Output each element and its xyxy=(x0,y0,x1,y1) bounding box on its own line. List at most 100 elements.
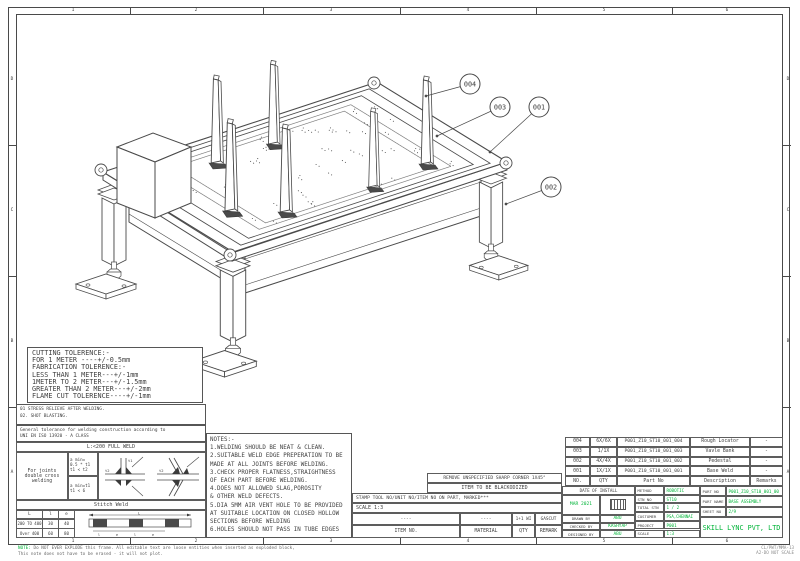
hole-pattern xyxy=(192,106,454,224)
note-line: 2.SUITABLE WELD EDGE PREPERATION TO BE xyxy=(210,453,343,460)
customer-value: PSA,CHENNAI xyxy=(664,512,700,521)
part-no-label: PART NO xyxy=(700,486,726,497)
note-line: SECTIONS BEFORE WELDING xyxy=(210,519,291,526)
footer-note-prefix: NOTE: xyxy=(18,546,31,551)
bom-cell: 1/1X xyxy=(590,446,617,457)
bom-cell: 004 xyxy=(565,437,590,447)
blackodized-row: ITEM TO BE BLACKODIZED xyxy=(427,483,562,493)
full-weld-row: L:<200 FULL WELD xyxy=(16,442,206,452)
install-date-value: MAR 2021 xyxy=(562,494,600,515)
bom-cell: - xyxy=(750,446,783,457)
stress-note-line: 02. SHOT BLASTING. xyxy=(20,413,68,419)
method-value: ROBOTIC xyxy=(664,486,700,495)
bom-header: Part No xyxy=(617,476,690,486)
svg-text:t1: t1 xyxy=(128,458,133,463)
weld-symbol-diagrams: t2 t1 t2 xyxy=(98,452,206,500)
table-top-plate xyxy=(103,82,507,261)
tolerance-line: CUTTING TOLERENCE:- xyxy=(32,349,110,357)
drawn-by-label: DRAWN BY xyxy=(562,515,600,523)
svg-text:e: e xyxy=(152,533,154,537)
corner-code-line: CL/PWT/MMA-13 xyxy=(761,545,794,550)
valve-bank-box xyxy=(115,132,193,219)
zone-label: C xyxy=(10,208,14,213)
date-of-install-label: DATE OF INSTALL xyxy=(562,486,635,495)
checked-by-label: CHECKED BY xyxy=(562,522,600,531)
bom-cell: - xyxy=(750,456,783,467)
zone-label: B xyxy=(786,339,790,344)
stitch-cell: 30 xyxy=(42,518,59,529)
total-stn-value: 1 / 2 xyxy=(664,503,700,513)
zone-label: 6 xyxy=(725,8,729,13)
balloon-004: 004 xyxy=(459,73,481,95)
stress-note-line: 01 STRESS RELIEVE AFTER WELDING. xyxy=(20,407,105,412)
balloon-label: 001 xyxy=(533,104,545,112)
corner-code: CL/PWT/MMA-13 A2-DO NOT SCALE xyxy=(756,545,794,555)
joints-label-cell: For joints double cross welding xyxy=(16,452,68,500)
footer-note-line2: This note does not have to be erased - i… xyxy=(18,551,163,557)
bom-cell: P001_Z10_ST10_001_002 xyxy=(617,456,690,467)
cross-joint-weld-diagram: t2 xyxy=(157,456,200,497)
bom-cell: 003 xyxy=(565,446,590,457)
zone-label: D xyxy=(786,77,790,82)
balloon-001: 001 xyxy=(528,96,550,118)
corner-code-line: A2-DO NOT SCALE xyxy=(756,550,794,556)
zone-label: 3 xyxy=(329,8,333,13)
stitch-cell: Over 400 xyxy=(16,528,43,538)
stitch-cell: 60 xyxy=(42,528,59,538)
bom-cell: 4X/4X xyxy=(590,456,617,467)
balloon-003: 003 xyxy=(489,96,511,118)
footer-note-line1: Do NOT EVER EXPLODE this frame. All edit… xyxy=(30,546,295,551)
tolerance-line: FOR 1 METER ----+/-0.5mm xyxy=(32,356,131,365)
amin-bottom-cell: a min=t1 t1 < 6 xyxy=(68,476,98,500)
scale-row: SCALE 1:3 xyxy=(352,503,562,513)
part-no-value: P001_Z10_ST10_001_00 xyxy=(726,486,783,497)
cutting-tolerance-box: CUTTING TOLERENCE:- FOR 1 METER ----+/-0… xyxy=(27,347,203,403)
note-line: 4.DOES NOT ALLOWED SLAG,POROSITY xyxy=(210,486,322,493)
general-tolerance-line: General tolerance for welding constructi… xyxy=(20,427,166,433)
bom-cell: Base Weld xyxy=(690,466,750,477)
zone-label: D xyxy=(10,77,14,82)
zone-label: 5 xyxy=(602,8,606,13)
stitch-cell: 40 xyxy=(58,518,75,529)
item-strip-header: REMARK xyxy=(535,525,562,538)
svg-text:l: l xyxy=(98,533,100,537)
zone-label: A xyxy=(786,470,790,475)
balloon-label: 003 xyxy=(494,104,506,112)
tolerance-line: FLAME CUT TOLERENCE----+/-1mm xyxy=(32,392,151,401)
note-line: 3.CHECK PROPER FLATNESS,STRAIGHTNESS xyxy=(210,469,336,476)
general-tolerance-box: General tolerance for welding constructi… xyxy=(16,425,206,442)
notes-box: NOTES:- 1.WELDING SHOULD BE NEAT & CLEAN… xyxy=(206,433,352,538)
note-line: OF EACH PART BEFORE WELDING. xyxy=(210,478,308,485)
project-value: P001 xyxy=(664,520,700,530)
item-strip-header: MATERIAL xyxy=(460,525,512,538)
bom-cell: 1X/1X xyxy=(590,466,617,477)
bom-cell: 6X/6X xyxy=(590,437,617,447)
part-name-label: PART NAME xyxy=(700,496,726,507)
bom-cell: P001_Z10_ST10_001_004 xyxy=(617,437,690,447)
scale-value: 1:3 xyxy=(664,529,700,538)
note-line: 5.DIA 5MM AIR VENT HOLE TO BE PROVIDED xyxy=(210,502,343,509)
sheet-no-value: 2/9 xyxy=(726,506,783,517)
item-strip-value: 1+1 WI xyxy=(512,513,535,525)
zone-label: 5 xyxy=(602,539,606,544)
stitch-cell: 80 xyxy=(58,528,75,538)
note-line: 1.WELDING SHOULD BE NEAT & CLEAN. xyxy=(210,445,326,452)
checked-by-value: KASHYAP xyxy=(600,522,635,531)
designed-by-label: DESIGNED BY xyxy=(562,530,600,538)
item-strip-value: GASCUT xyxy=(535,513,562,525)
designed-by-value: ABU xyxy=(600,530,635,538)
stitch-cell: 200 TO 400 xyxy=(16,518,43,529)
svg-text:t2: t2 xyxy=(159,468,164,473)
stitch-weld-diagram: L l e l e xyxy=(74,510,206,538)
drawn-by-value: ABU xyxy=(600,515,635,523)
bom-cell: Pedestal xyxy=(690,456,750,467)
svg-text:t2: t2 xyxy=(105,468,110,473)
bom-cell: P001_Z10_ST10_001_001 xyxy=(617,466,690,477)
zone-label: 2 xyxy=(194,8,198,13)
note-line: 6.HOLES SHOULD NOT PASS IN TUBE EDGES xyxy=(210,527,340,534)
stamp-tool-row: STAMP TOOL NO/UNIT NO/ITEM NO ON PART, M… xyxy=(352,493,562,503)
bom-header: NO. xyxy=(565,476,590,486)
general-tolerance-line: UNI EN ISO 13920 - A CLASS xyxy=(20,433,89,439)
balloon-002: 002 xyxy=(540,176,562,198)
